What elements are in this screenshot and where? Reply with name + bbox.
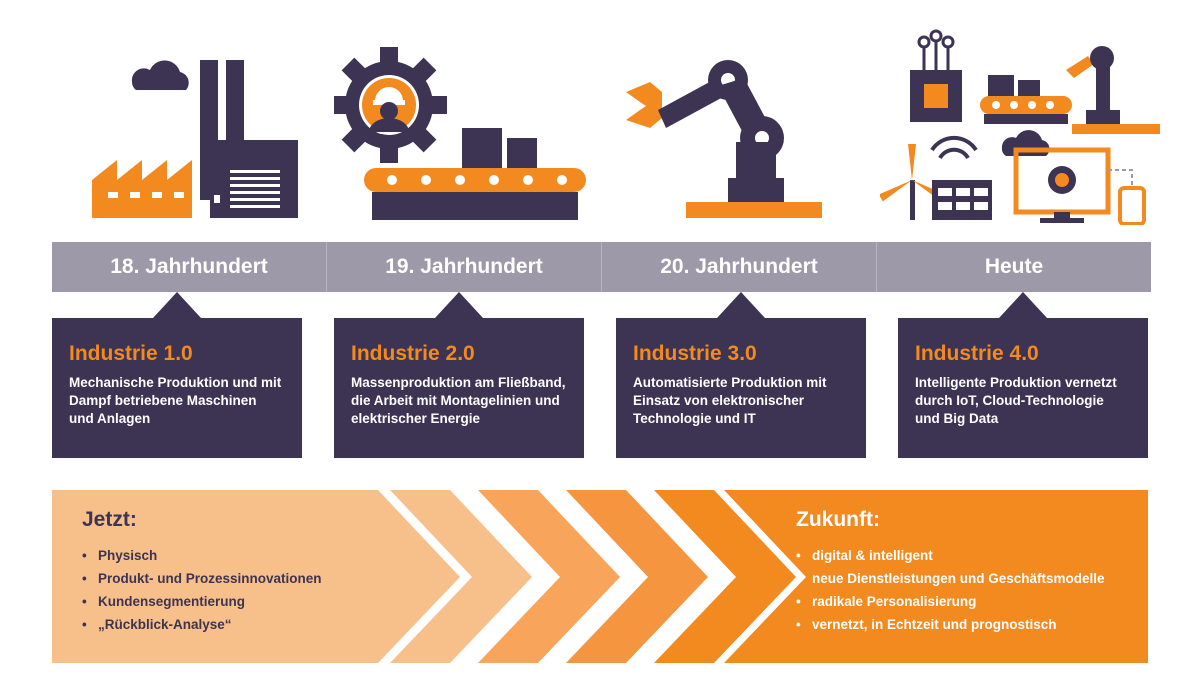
industry-card: Industrie 1.0 Mechanische Produktion und… [52,292,302,458]
card-pointer [153,292,201,318]
now-title: Jetzt: [82,508,137,531]
chevron-2 [478,490,620,663]
assembly-line-icon [334,20,616,225]
era-label: 18. Jahrhundert [52,242,327,292]
era-label: Heute [984,255,1044,278]
list-item: „Rückblick-Analyse“ [82,613,322,636]
list-item: digital & intelligent [796,544,1105,567]
chevron-1 [390,490,532,663]
card-title: Industrie 3.0 [633,342,757,365]
future-title: Zukunft: [796,508,880,531]
card-pointer [999,292,1047,318]
card-title: Industrie 1.0 [69,342,193,365]
smart-factory-icon [880,20,1162,225]
card-title: Industrie 4.0 [915,342,1039,365]
robot-arm-icon [616,20,898,225]
list-item: Physisch [82,544,322,567]
list-item: Kundensegmentierung [82,590,322,613]
factory-icon [52,20,334,225]
future-list: digital & intelligent neue Dienstleistun… [796,544,1105,636]
chevron-4 [654,490,796,663]
future-section: Zukunft: digital & intelligent neue Dien… [796,508,1105,636]
list-item: neue Dienstleistungen und Geschäftsmodel… [796,567,1105,590]
list-item: radikale Personalisierung [796,590,1105,613]
card-pointer [435,292,483,318]
now-section: Jetzt: Physisch Produkt- und Prozessinno… [82,508,322,636]
era-label: 20. Jahrhundert [602,242,877,292]
era-label: 19. Jahrhundert [327,242,602,292]
card-description: Massenproduktion am Fließband, die Arbei… [351,375,566,426]
chevron-3 [566,490,708,663]
now-list: Physisch Produkt- und Prozessinnovatione… [82,544,322,636]
list-item: vernetzt, in Echtzeit und prognostisch [796,613,1105,636]
card-title: Industrie 2.0 [351,342,475,365]
card-description: Automatisierte Produktion mit Einsatz vo… [633,375,827,426]
industry-card: Industrie 2.0 Massenproduktion am Fließb… [334,292,584,458]
era-timeline-bar: 18. Jahrhundert 19. Jahrhundert 20. Jahr… [52,242,1151,292]
card-description: Intelligente Produktion vernetzt durch I… [915,375,1117,426]
card-description: Mechanische Produktion und mit Dampf bet… [69,375,282,426]
industry-card: Industrie 3.0 Automatisierte Produktion … [616,292,866,458]
card-pointer [717,292,765,318]
industry-card: Industrie 4.0 Intelligente Produktion ve… [898,292,1148,458]
list-item: Produkt- und Prozessinnovationen [82,567,322,590]
